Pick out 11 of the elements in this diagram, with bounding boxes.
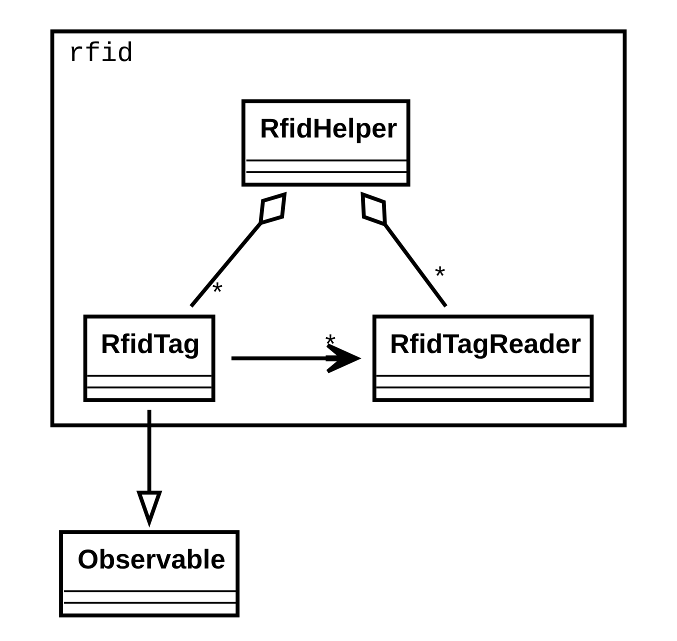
node-box: RfidHelper	[241, 99, 410, 187]
node-box: RfidTag	[83, 314, 216, 402]
arrow	[136, 410, 162, 528]
arrow	[231, 343, 359, 374]
node-box: RfidTagReader	[372, 314, 594, 402]
edge-label: *	[212, 276, 223, 308]
edge-label: *	[325, 328, 336, 360]
connector	[190, 192, 287, 308]
connector	[360, 192, 448, 308]
node-box: Observable	[59, 530, 240, 618]
edge-label: *	[434, 260, 446, 292]
